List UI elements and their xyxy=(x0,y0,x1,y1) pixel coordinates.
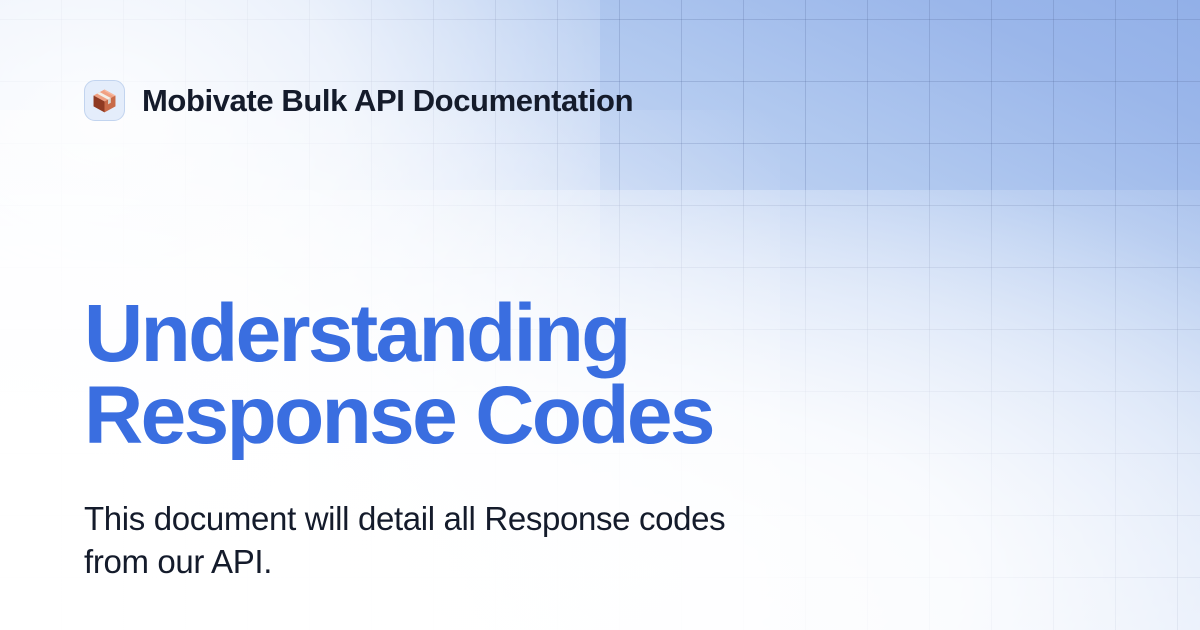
package-box-icon xyxy=(84,80,125,121)
background-glow-bottom xyxy=(0,190,1200,630)
page-title-line-1: Understanding xyxy=(84,287,631,379)
page-subtitle-line-1: This document will detail all Response c… xyxy=(84,500,726,537)
page-title: Understanding Response Codes xyxy=(84,287,715,461)
page-subtitle: This document will detail all Response c… xyxy=(84,498,726,584)
brand-title: Mobivate Bulk API Documentation xyxy=(142,82,634,118)
page-subtitle-line-2: from our API. xyxy=(84,542,273,580)
brand-header: Mobivate Bulk API Documentation xyxy=(84,80,634,121)
page-title-line-2: Response Codes xyxy=(84,369,715,461)
